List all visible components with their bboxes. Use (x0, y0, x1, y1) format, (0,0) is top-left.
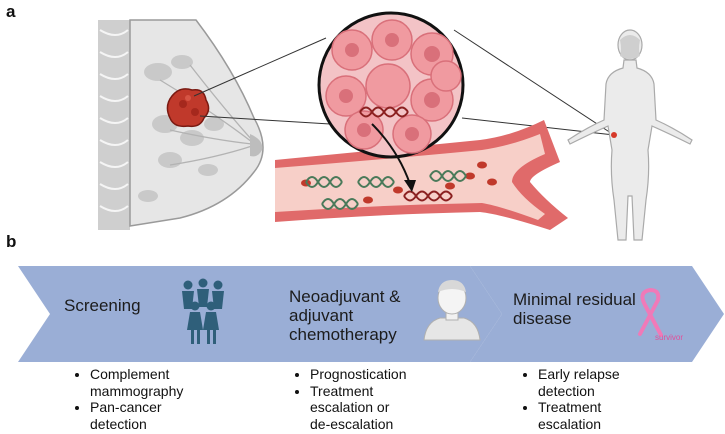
tumor-dna-in-vessel (403, 190, 453, 202)
chevron-screening (18, 266, 282, 362)
stage-chemotherapy-title: Neoadjuvant & adjuvant chemotherapy (289, 287, 401, 344)
human-body (567, 29, 693, 241)
stage-screening-title: Screening (64, 296, 141, 315)
bullet-item: Prognostication (310, 366, 407, 383)
blood-vessel (275, 120, 568, 230)
women-group-icon (182, 278, 224, 344)
ribbon-label: survivor (655, 333, 684, 342)
tumor (166, 88, 210, 128)
stage-residual-title: Minimal residual disease (513, 290, 636, 328)
patient-face-icon (423, 280, 481, 341)
panel-label-a: a (6, 2, 16, 21)
chevron-residual (470, 266, 724, 362)
tumor-location-marker (611, 132, 617, 138)
pink-ribbon-icon (638, 287, 663, 337)
release-arrow (371, 123, 416, 192)
panel-label-b: b (6, 232, 17, 251)
dna-strands (305, 170, 467, 210)
magnified-cancer-cells (317, 11, 465, 159)
